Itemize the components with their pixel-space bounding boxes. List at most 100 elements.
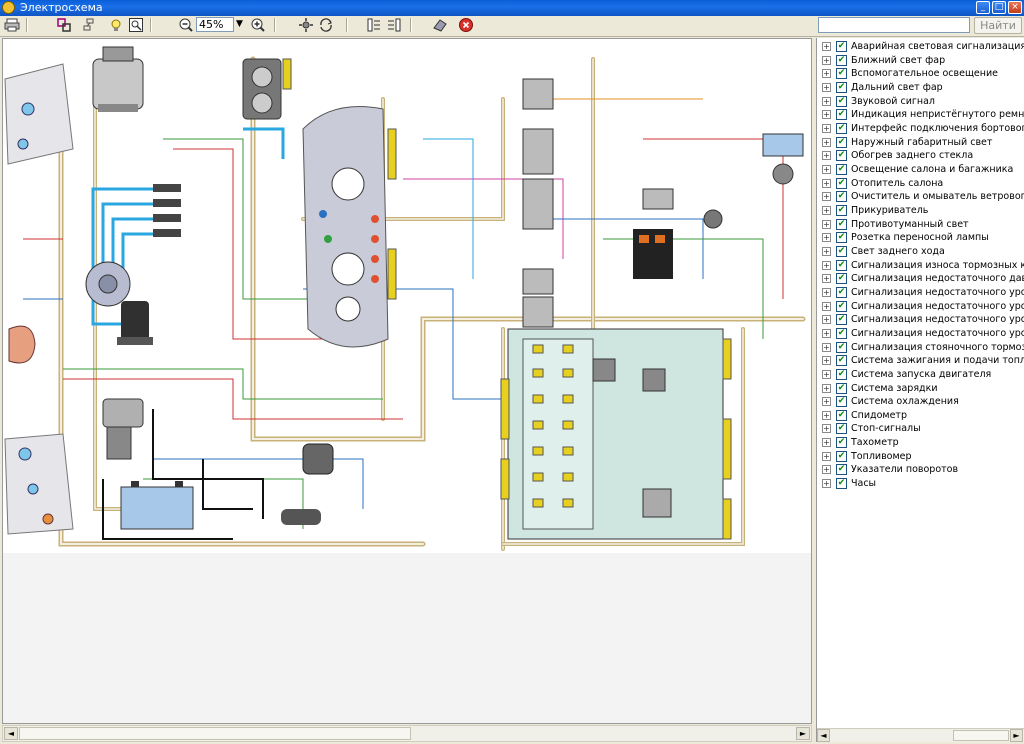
layer-checkbox[interactable]: ✔ — [836, 109, 847, 121]
layer-checkbox[interactable]: ✔ — [836, 218, 847, 230]
layer-checkbox[interactable]: ✔ — [836, 81, 847, 93]
layer-checkbox[interactable]: ✔ — [836, 245, 847, 257]
horizontal-scrollbar[interactable]: ◄ ► — [2, 725, 812, 742]
layer-checkbox[interactable]: ✔ — [836, 286, 847, 298]
expand-icon[interactable]: + — [822, 164, 831, 174]
expand-icon[interactable]: + — [822, 301, 831, 311]
close-button[interactable]: × — [1008, 1, 1022, 14]
layer-item[interactable]: +✔Аварийная световая сигнализация — [819, 40, 1024, 53]
title-bar[interactable]: Электросхема _ □ × — [0, 0, 1024, 16]
layer-item[interactable]: +✔Наружный габаритный свет — [819, 136, 1024, 149]
rows-icon[interactable] — [386, 17, 402, 33]
wiring-diagram[interactable] — [3, 39, 811, 553]
layer-checkbox[interactable]: ✔ — [836, 163, 847, 175]
layer-checkbox[interactable]: ✔ — [836, 150, 847, 162]
scroll-left-icon[interactable]: ◄ — [4, 727, 18, 740]
layer-checkbox[interactable]: ✔ — [836, 450, 847, 462]
layer-checkbox[interactable]: ✔ — [836, 478, 847, 490]
layer-checkbox[interactable]: ✔ — [836, 396, 847, 408]
expand-icon[interactable]: + — [822, 342, 831, 352]
layer-item[interactable]: +✔Индикация непристёгнутого ремня безопа — [819, 108, 1024, 121]
layer-item[interactable]: +✔Система запуска двигателя — [819, 368, 1024, 381]
layer-checkbox[interactable]: ✔ — [836, 41, 847, 52]
layer-item[interactable]: +✔Освещение салона и багажника — [819, 163, 1024, 176]
expand-icon[interactable]: + — [822, 69, 831, 79]
layer-item[interactable]: +✔Сигнализация недостаточного давления м — [819, 272, 1024, 285]
expand-icon[interactable]: + — [822, 246, 831, 256]
layer-checkbox[interactable]: ✔ — [836, 327, 847, 339]
layer-item[interactable]: +✔Прикуриватель — [819, 204, 1024, 217]
minimize-button[interactable]: _ — [976, 1, 990, 14]
select-icon[interactable] — [56, 17, 72, 33]
layer-item[interactable]: +✔Спидометр — [819, 409, 1024, 422]
layer-item[interactable]: +✔Система зажигания и подачи топлива — [819, 354, 1024, 367]
zoom-out-icon[interactable] — [178, 17, 194, 33]
zoom-in-icon[interactable] — [250, 17, 266, 33]
layer-item[interactable]: +✔Дальний свет фар — [819, 81, 1024, 94]
expand-icon[interactable]: + — [822, 219, 831, 229]
scroll-right-icon[interactable]: ► — [1010, 729, 1023, 742]
layer-item[interactable]: +✔Сигнализация износа тормозных колодок — [819, 259, 1024, 272]
layer-checkbox[interactable]: ✔ — [836, 204, 847, 216]
expand-icon[interactable]: + — [822, 397, 831, 407]
layer-item[interactable]: +✔Звуковой сигнал — [819, 95, 1024, 108]
expand-icon[interactable]: + — [822, 369, 831, 379]
layer-item[interactable]: +✔Сигнализация недостаточного уровня омы — [819, 300, 1024, 313]
diagram-canvas[interactable] — [2, 38, 812, 724]
expand-icon[interactable]: + — [822, 410, 831, 420]
expand-icon[interactable]: + — [822, 260, 831, 270]
expand-icon[interactable]: + — [822, 383, 831, 393]
expand-icon[interactable]: + — [822, 328, 831, 338]
layer-checkbox[interactable]: ✔ — [836, 54, 847, 66]
layer-item[interactable]: +✔Указатели поворотов — [819, 463, 1024, 476]
expand-icon[interactable]: + — [822, 451, 831, 461]
expand-icon[interactable]: + — [822, 479, 831, 489]
zoom-combobox[interactable]: 45% — [196, 17, 234, 32]
layer-checkbox[interactable]: ✔ — [836, 423, 847, 435]
chevron-down-icon[interactable]: ▼ — [236, 19, 243, 29]
layer-item[interactable]: +✔Сигнализация недостаточного уровня мас — [819, 286, 1024, 299]
layer-item[interactable]: +✔Топливомер — [819, 450, 1024, 463]
fit-icon[interactable] — [128, 17, 144, 33]
expand-icon[interactable]: + — [822, 178, 831, 188]
maximize-button[interactable]: □ — [992, 1, 1006, 14]
layer-item[interactable]: +✔Отопитель салона — [819, 177, 1024, 190]
layer-item[interactable]: +✔Сигнализация недостаточного уровня охл… — [819, 313, 1024, 326]
layer-checkbox[interactable]: ✔ — [836, 122, 847, 134]
layer-checkbox[interactable]: ✔ — [836, 95, 847, 107]
layer-checkbox[interactable]: ✔ — [836, 300, 847, 312]
layer-checkbox[interactable]: ✔ — [836, 191, 847, 203]
expand-icon[interactable]: + — [822, 151, 831, 161]
layer-checkbox[interactable]: ✔ — [836, 259, 847, 271]
scroll-right-icon[interactable]: ► — [796, 727, 810, 740]
scroll-left-icon[interactable]: ◄ — [817, 729, 830, 742]
layer-checkbox[interactable]: ✔ — [836, 177, 847, 189]
expand-icon[interactable]: + — [822, 287, 831, 297]
expand-icon[interactable]: + — [822, 315, 831, 325]
expand-icon[interactable]: + — [822, 123, 831, 133]
pointer-icon[interactable] — [82, 17, 98, 33]
expand-icon[interactable]: + — [822, 205, 831, 215]
settings-icon[interactable] — [298, 17, 314, 33]
layer-item[interactable]: +✔Интерфейс подключения бортового компь — [819, 122, 1024, 135]
eraser-icon[interactable] — [432, 17, 448, 33]
layers-horizontal-scrollbar[interactable]: ◄ ► — [817, 728, 1024, 742]
expand-icon[interactable]: + — [822, 42, 831, 51]
print-icon[interactable] — [4, 17, 20, 33]
scroll-thumb[interactable] — [953, 730, 1009, 741]
expand-icon[interactable]: + — [822, 274, 831, 284]
expand-icon[interactable]: + — [822, 110, 831, 120]
expand-icon[interactable]: + — [822, 96, 831, 106]
layer-checkbox[interactable]: ✔ — [836, 382, 847, 394]
expand-icon[interactable]: + — [822, 137, 831, 147]
scroll-thumb[interactable] — [19, 727, 411, 740]
layer-checkbox[interactable]: ✔ — [836, 136, 847, 148]
expand-icon[interactable]: + — [822, 424, 831, 434]
light-icon[interactable] — [108, 17, 124, 33]
expand-icon[interactable]: + — [822, 233, 831, 243]
layer-item[interactable]: +✔Свет заднего хода — [819, 245, 1024, 258]
layer-item[interactable]: +✔Система зарядки — [819, 382, 1024, 395]
layer-checkbox[interactable]: ✔ — [836, 464, 847, 476]
layer-item[interactable]: +✔Тахометр — [819, 436, 1024, 449]
layer-item[interactable]: +✔Сигнализация стояночного тормоза — [819, 341, 1024, 354]
